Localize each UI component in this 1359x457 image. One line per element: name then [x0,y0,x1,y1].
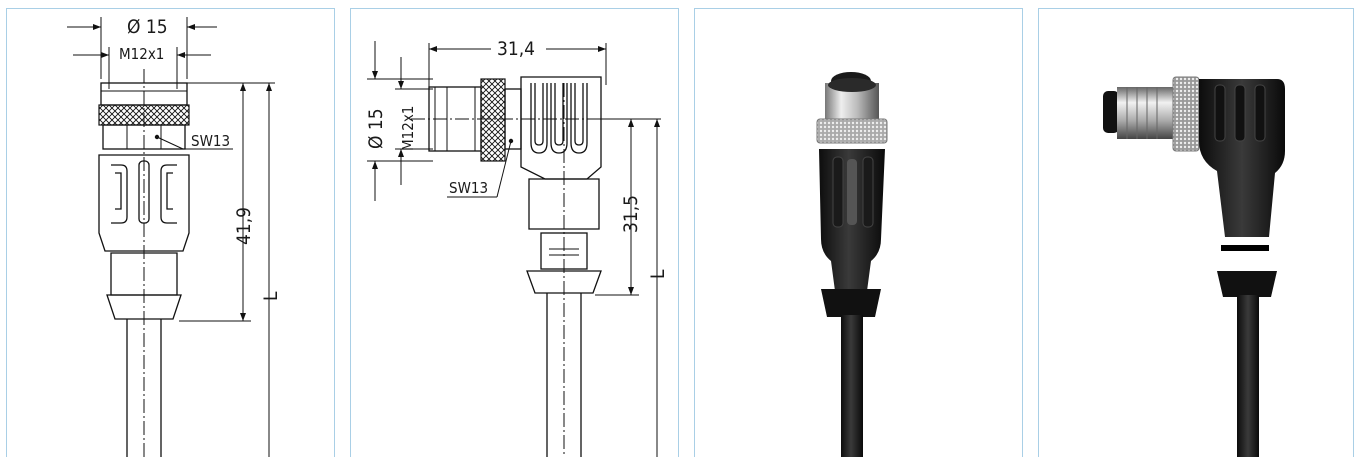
thread-label: M12x1 [119,45,164,63]
straight-female-connector-photo [816,72,888,457]
angled-connector-drawing: 31,4 Ø 15 M12x1 SW13 31,5 L [365,38,669,457]
straight-connector-drawing-panel: Ø 15 M12x1 SW13 41,9 L [6,8,335,457]
angled-connector-photo-panel [1038,8,1354,457]
angled-connector-drawing-panel: 31,4 Ø 15 M12x1 SW13 31,5 L [350,8,679,457]
angled-cable-length-label: L [647,269,669,279]
height-label: 31,5 [620,195,642,233]
straight-connector-drawing: Ø 15 M12x1 SW13 41,9 L [67,16,282,457]
cable-length-label: L [260,291,282,301]
length-label: 41,9 [233,207,255,245]
angled-thread-label: M12x1 [399,106,417,151]
angled-male-connector-photo [1103,76,1285,457]
width-label: 31,4 [497,38,535,60]
angled-diameter-label: Ø 15 [365,108,387,149]
diameter-label: Ø 15 [127,16,168,38]
straight-connector-photo-panel [694,8,1023,457]
wrench-size-label: SW13 [191,132,230,150]
angled-wrench-size-label: SW13 [449,179,488,197]
